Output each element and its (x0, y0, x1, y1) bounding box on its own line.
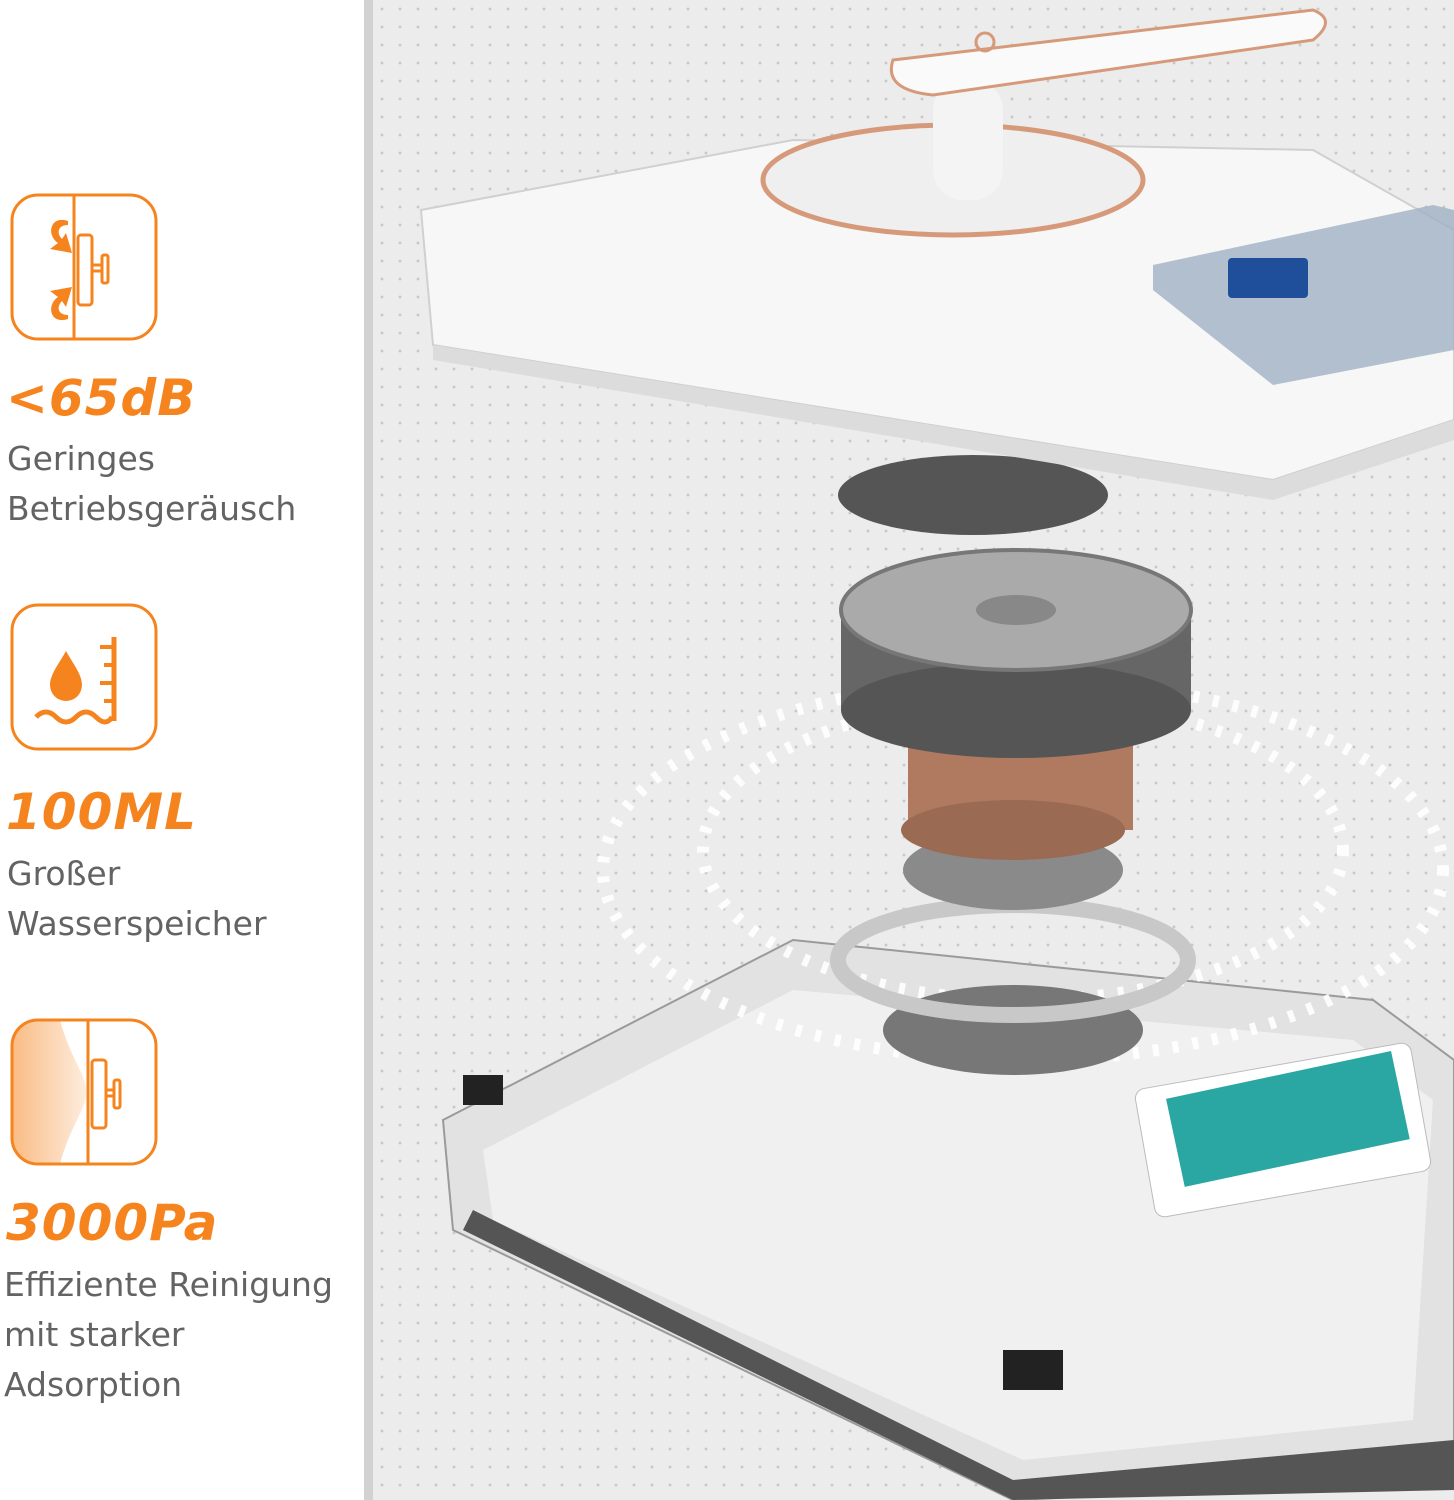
desc-line: Geringes (7, 439, 155, 478)
desc-line: mit starker (4, 1315, 185, 1354)
desc-line: Betriebsgeräusch (7, 489, 297, 528)
suction-pressure-icon (10, 1018, 158, 1166)
feature-description: Geringes Betriebsgeräusch (7, 434, 296, 534)
feature-value: 100ML (6, 783, 197, 841)
feature-description: Effiziente Reinigung mit starker Adsorpt… (4, 1260, 333, 1410)
desc-line: Großer (7, 854, 121, 893)
water-drop-level-icon (10, 603, 158, 751)
desc-line: Adsorption (4, 1365, 183, 1404)
product-image (373, 0, 1454, 1500)
desc-line: Wasserspeicher (7, 904, 267, 943)
desc-line: Effiziente Reinigung (4, 1265, 333, 1304)
divider (364, 0, 373, 1500)
window-robot-rotation-icon (10, 193, 158, 341)
feature-value: <65dB (6, 369, 197, 427)
feature-value: 3000Pa (6, 1194, 219, 1252)
window-robot-exploded-view (419, 8, 1454, 1500)
feature-description: Großer Wasserspeicher (7, 849, 267, 949)
features-panel: <65dB Geringes Betriebsgeräusch 100ML Gr… (0, 0, 364, 1500)
